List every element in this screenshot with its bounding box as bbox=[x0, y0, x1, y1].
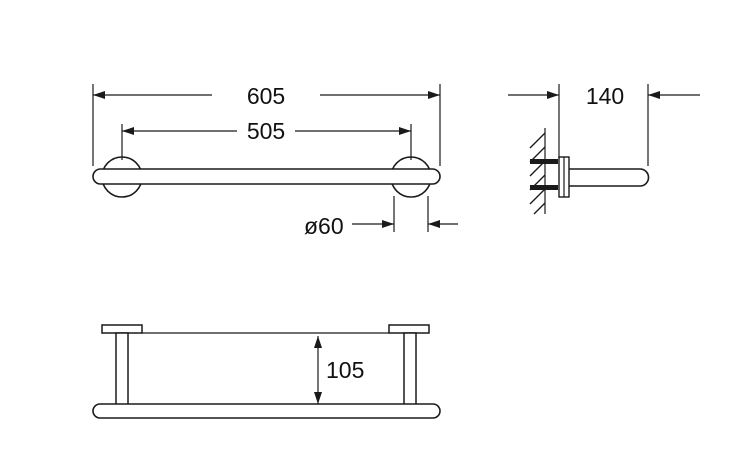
bar-arm-side bbox=[569, 168, 650, 187]
top-view: 105 bbox=[92, 324, 441, 419]
towel-bar-top bbox=[92, 403, 441, 419]
dimension-label-605: 605 bbox=[247, 83, 285, 109]
wall-hatching bbox=[529, 128, 546, 215]
dimension-label-140: 140 bbox=[586, 83, 624, 109]
dimension-label-505: 505 bbox=[247, 118, 285, 144]
side-view: 140 bbox=[508, 83, 700, 215]
dimension-label-diameter: ø60 bbox=[304, 213, 344, 239]
front-view: 605 505 ø60 bbox=[92, 83, 458, 239]
flange-left bbox=[101, 324, 143, 334]
dimension-label-105: 105 bbox=[326, 357, 364, 383]
post-left bbox=[115, 332, 129, 412]
screw-bottom bbox=[530, 185, 558, 190]
towel-bar-front bbox=[92, 168, 441, 185]
dimension-height: 105 bbox=[142, 332, 389, 404]
dimension-projection: 140 bbox=[508, 83, 700, 166]
post-right bbox=[403, 332, 417, 412]
dimension-overall-length: 605 bbox=[93, 83, 440, 109]
screw-top bbox=[530, 159, 558, 164]
dimension-rosette-diameter: ø60 bbox=[304, 196, 458, 239]
flange-right bbox=[388, 324, 430, 334]
dimension-center-distance: 505 bbox=[122, 118, 411, 144]
